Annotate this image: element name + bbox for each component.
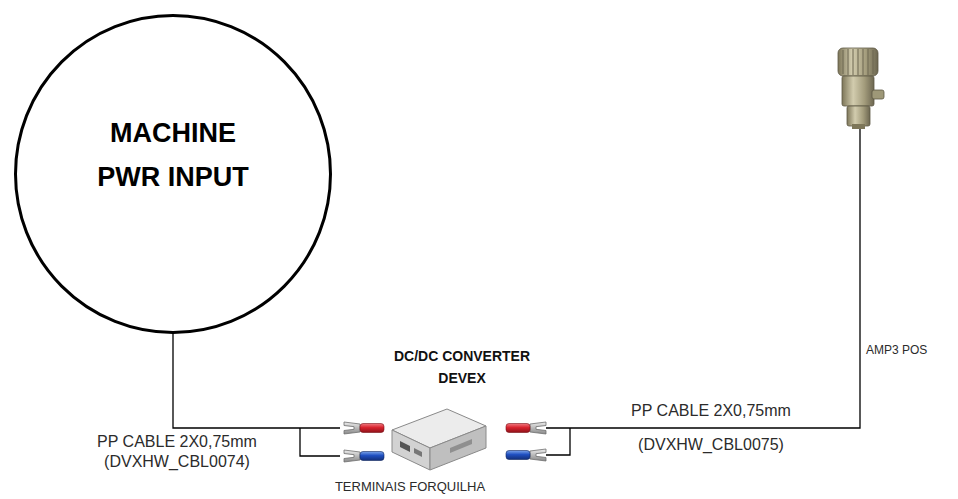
cable-label: PP CABLE 2X0,75mm (DVXHW_CBL0075) xyxy=(620,394,802,462)
drawing-part xyxy=(400,441,410,452)
fork-terminal-blue xyxy=(506,449,546,461)
node-title: DC/DC CONVERTER DEVEX xyxy=(387,345,537,389)
drawing-part xyxy=(450,439,472,453)
fork-terminal-red xyxy=(506,422,546,434)
drawing-part xyxy=(530,422,546,434)
converter-node: DC/DC CONVERTER DEVEX xyxy=(340,345,545,475)
drawing-part xyxy=(360,452,384,461)
drawing-part xyxy=(344,450,360,462)
connector-label: AMP3 POS xyxy=(866,342,946,358)
power-input-circle: MACHINE PWR INPUT xyxy=(14,14,332,334)
terminal-label: TERMINAIS FORQUILHA xyxy=(300,479,520,495)
drawing-part xyxy=(842,76,874,106)
converter-device xyxy=(392,409,486,470)
drawing-part xyxy=(843,49,873,75)
drawing-part xyxy=(430,426,486,470)
fork-terminal-red xyxy=(344,422,384,434)
fork-terminal-blue xyxy=(344,450,384,462)
drawing-part xyxy=(506,424,530,433)
drawing-part xyxy=(360,424,384,433)
node-title: MACHINE PWR INPUT xyxy=(87,111,259,199)
drawing-part xyxy=(414,448,422,457)
drawing-part xyxy=(847,106,870,126)
drawing-part xyxy=(392,430,430,470)
drawing-part xyxy=(344,422,360,434)
circle-outline xyxy=(16,16,331,333)
drawing-part xyxy=(838,48,878,76)
drawing-part xyxy=(852,124,865,129)
drawing-part xyxy=(872,90,884,99)
cable-label: PP CABLE 2X0,75mm (DVXHW_CBL0074) xyxy=(86,432,268,472)
drawing-part xyxy=(506,451,530,460)
drawing-part xyxy=(530,449,546,461)
amp-connector xyxy=(838,48,884,129)
